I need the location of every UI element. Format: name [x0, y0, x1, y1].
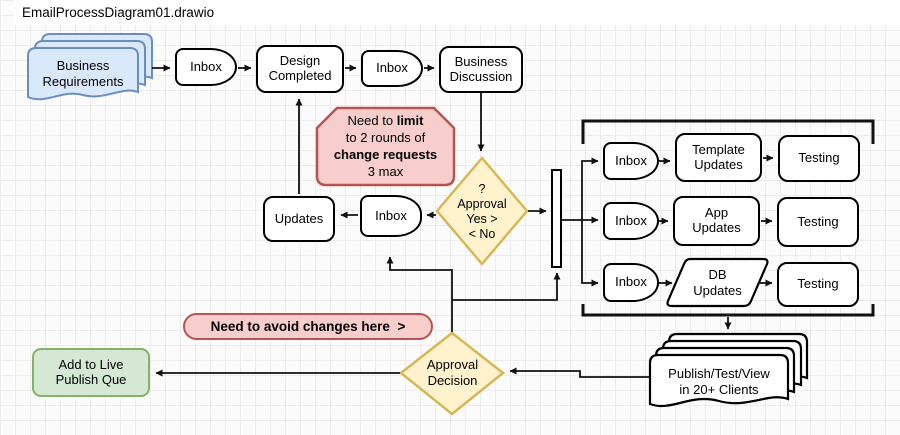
node-testing-2[interactable]: Testing [777, 197, 859, 247]
design-completed-label: Design Completed [268, 53, 332, 83]
container-bracket-top [581, 119, 875, 144]
limit-note-line3: change requests [333, 147, 438, 162]
node-updates[interactable]: Updates [263, 196, 335, 242]
app-updates-label: App Updates [692, 205, 741, 235]
inbox-2-label: Inbox [376, 60, 408, 76]
diagram-title: EmailProcessDiagram01.drawio [22, 5, 215, 20]
db-updates-label: DB Updates [693, 266, 742, 298]
testing-1-label: Testing [798, 150, 840, 166]
node-inbox-4[interactable]: Inbox [603, 142, 659, 180]
approval-loop-label: ? Approval Yes > < No [457, 182, 507, 241]
db-updates-shape[interactable] [666, 257, 769, 308]
connector-bar-inbox-top-row [581, 157, 599, 220]
inbox-3-label: Inbox [375, 207, 407, 223]
limit-note-label: Need to limit to 2 rounds of change requ… [320, 111, 451, 181]
node-business-discussion[interactable]: Business Discussion [439, 46, 523, 93]
node-inbox-5[interactable]: Inbox [603, 202, 659, 240]
container-bracket-bottom [581, 304, 875, 317]
node-inbox-1[interactable]: Inbox [175, 48, 237, 86]
node-inbox-3[interactable]: Inbox [360, 195, 422, 237]
approval-loop-diamond[interactable] [435, 156, 529, 266]
approval-final-label: Approval Decision [426, 357, 479, 388]
avoid-note-pill[interactable]: Need to avoid changes here > [183, 313, 433, 340]
inbox-5-label: Inbox [615, 212, 647, 228]
inbox-1-label: Inbox [190, 58, 222, 74]
node-testing-1[interactable]: Testing [778, 135, 860, 182]
connector-approval-final-bar [452, 272, 561, 301]
avoid-note-label: Need to avoid changes here > [210, 319, 406, 334]
add-to-live-label: Add to Live Publish Que [55, 356, 127, 387]
connector-bar-inbox-bottom-row [581, 220, 599, 287]
inbox-4-label: Inbox [615, 152, 647, 168]
publish-docs-label: Publish/Test/View in 20+ Clients [668, 365, 770, 397]
testing-2-label: Testing [797, 213, 839, 229]
connector-docs-approval-final [509, 367, 650, 378]
template-updates-label: Template Updates [692, 141, 745, 172]
connector-approval-final-inboxmid [386, 256, 453, 332]
business-discussion-label: Business Discussion [449, 53, 513, 84]
limit-note-line1-bold: limit [396, 113, 424, 128]
limit-note-shape[interactable] [315, 106, 456, 187]
node-add-to-live[interactable]: Add to Live Publish Que [32, 348, 150, 397]
updates-label: Updates [274, 210, 324, 226]
limit-note-line2: to 2 rounds of [345, 130, 426, 145]
testing-3-label: Testing [797, 276, 839, 292]
node-inbox-2[interactable]: Inbox [361, 50, 423, 87]
node-app-updates[interactable]: App Updates [673, 196, 760, 246]
fork-bar[interactable] [551, 169, 562, 268]
limit-note-line1-normal: Need to [347, 113, 397, 128]
node-template-updates[interactable]: Template Updates [675, 133, 762, 182]
node-testing-3[interactable]: Testing [777, 262, 859, 307]
inbox-6-label: Inbox [615, 274, 647, 290]
approval-final-diamond[interactable] [398, 331, 506, 416]
node-design-completed[interactable]: Design Completed [256, 45, 344, 93]
title-strip [14, 0, 900, 25]
limit-note-line4: 3 max [367, 164, 404, 179]
business-requirements-label: Business Requirements [42, 58, 124, 89]
limit-note-line1: Need to limit [348, 112, 424, 129]
node-inbox-6[interactable]: Inbox [603, 263, 659, 302]
connectors [152, 64, 774, 378]
